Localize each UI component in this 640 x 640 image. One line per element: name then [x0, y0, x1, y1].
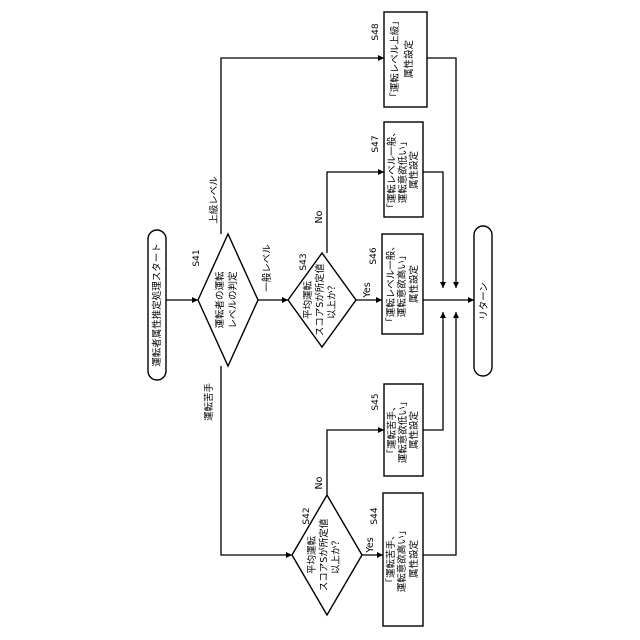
s44-line-3: 属性設定 — [408, 540, 420, 579]
arrow-into-s46 — [376, 297, 382, 303]
s41-step-label: S41 — [192, 249, 202, 266]
return-terminal: リターン — [474, 226, 492, 376]
branch-upper-label: 上級レベル — [208, 176, 220, 224]
s43-yes-label: Yes — [362, 282, 373, 298]
s45-line-2: 運転意欲低い」 — [397, 397, 409, 464]
arrow-into-s43 — [282, 297, 288, 303]
arrow-into-s48 — [378, 55, 384, 61]
arrow-into-s44 — [377, 552, 383, 558]
start-label: 運転者属性推定処理スタート — [151, 243, 163, 367]
branch-beginner-label: 運転苦手 — [203, 383, 215, 422]
s41-line-1: 運転者の運転 — [215, 271, 226, 329]
connector-s42-no — [327, 430, 384, 495]
s48-line-2: 属性設定 — [403, 40, 415, 79]
s48-step-label: S48 — [371, 23, 381, 40]
s43-no-label: No — [314, 210, 325, 223]
s47-step-label: S47 — [371, 135, 381, 152]
arrow-into-return — [468, 297, 474, 303]
connector-upper-branch — [221, 58, 384, 234]
s44-line-1: 「運転苦手、 — [385, 530, 397, 587]
s46-line-3: 属性設定 — [408, 265, 420, 304]
branch-general-label: 一般レベル — [261, 244, 273, 292]
s42-line-2: スコアSが所定値 — [318, 518, 330, 591]
s45-line-3: 属性設定 — [408, 411, 420, 450]
connector-beginner-branch — [221, 366, 292, 555]
return-label: リターン — [479, 282, 490, 320]
connector-s47-out — [423, 172, 443, 288]
arrow-into-s41 — [192, 297, 198, 303]
arrow-into-s45 — [378, 427, 384, 433]
s43-line-3: 以上か？ — [327, 281, 338, 319]
s48-line-1: 「運転レベル上級」 — [389, 16, 401, 102]
s47-line-1: 「運転レベル一般、 — [386, 127, 398, 213]
decision-s41: 運転者の運転 レベルの判定 S41 — [192, 234, 258, 366]
arrow-s48-down — [453, 282, 459, 288]
s44-line-2: 運転意欲高い」 — [396, 526, 408, 593]
connector-s44-out — [423, 312, 456, 555]
decision-s42: 平均運転 スコアSが所定値 以上か？ S42 Yes No — [292, 476, 376, 615]
s46-step-label: S46 — [369, 247, 379, 264]
s47-line-2: 運転意欲低い」 — [397, 137, 409, 204]
connector-s48-out — [427, 58, 456, 288]
s43-line-2: スコアSが所定値 — [314, 263, 326, 336]
s43-line-1: 平均運転 — [302, 281, 314, 320]
arrow-s47-down — [440, 282, 446, 288]
decision-s43: 平均運転 スコアSが所定値 以上か？ S43 Yes No — [288, 210, 373, 347]
s42-line-3: 以上か？ — [331, 536, 342, 574]
s45-step-label: S45 — [371, 393, 381, 410]
s46-line-2: 運転意欲高い」 — [396, 251, 408, 318]
arrow-into-s47 — [378, 169, 384, 175]
connector-s45-out — [423, 312, 443, 430]
connector-s43-no — [327, 172, 384, 253]
s42-yes-label: Yes — [365, 537, 376, 553]
s42-no-label: No — [314, 476, 325, 489]
s47-line-3: 属性設定 — [408, 151, 420, 190]
process-s44: 「運転苦手、 運転意欲高い」 属性設定 S44 — [370, 493, 423, 626]
s43-step-label: S43 — [299, 253, 309, 270]
s45-line-1: 「運転苦手、 — [386, 401, 398, 458]
s42-step-label: S42 — [302, 507, 312, 524]
arrow-s44-up — [453, 312, 459, 318]
s44-step-label: S44 — [370, 507, 380, 524]
process-s46: 「運転レベル一般、 運転意欲高い」 属性設定 S46 — [369, 234, 423, 334]
arrow-into-s42 — [286, 552, 292, 558]
start-terminal: 運転者属性推定処理スタート — [148, 230, 166, 380]
arrow-s45-up — [440, 312, 446, 318]
s42-line-1: 平均運転 — [306, 536, 318, 575]
s41-line-2: レベルの判定 — [227, 271, 239, 329]
s46-line-1: 「運転レベル一般、 — [385, 241, 397, 327]
